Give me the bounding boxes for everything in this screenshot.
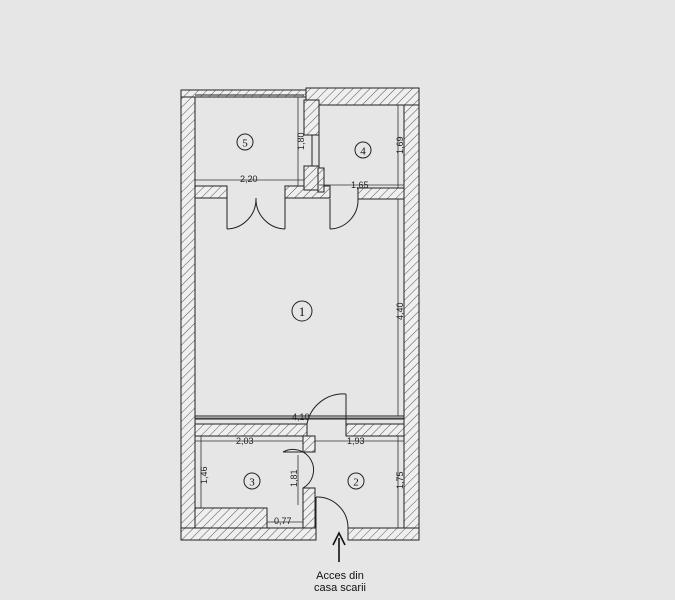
dim-room1-width: 4,10 [292,412,310,422]
wall-room1-bottom-left [194,423,308,437]
access-caption: Acces din casa scarii [300,570,380,594]
door-room3 [282,448,315,489]
wall-partition-3-2-bottom [302,487,316,529]
wall-room4-bottom-right [357,187,405,200]
wall-top-left [180,89,308,98]
wall-3-lower-left [194,507,268,529]
dim-room2-width: 1,93 [347,436,365,446]
dimension-lines [195,97,404,528]
room-number-4: 4 [360,146,366,158]
dim-room3-height: 1,46 [199,466,209,484]
room-number-2: 2 [353,477,359,489]
dim-room4-height: 1,69 [395,136,405,154]
wall-left [180,89,196,541]
access-line-2: casa scarii [314,582,366,594]
wall-right [403,87,420,541]
access-arrow-icon [332,531,346,562]
room-labels: 1 2 3 4 5 [236,133,372,490]
dim-room3-width: 2,03 [236,436,254,446]
wall-room4-left-lower [317,167,325,193]
dim-room3-bottom: 0,77 [274,516,292,526]
dim-room4-width: 1,65 [351,180,369,190]
dim-room5-height: 1,80 [296,132,306,150]
wall-top-right [305,87,420,106]
dim-room3-partial-height: 1,81 [289,469,299,487]
wall-room1-bottom-right [345,423,405,437]
inner-lines [195,94,404,420]
room-number-1: 1 [299,304,306,319]
door-entrance [315,496,349,529]
dim-room5-width: 2,20 [240,174,258,184]
wall-bottom-right [347,527,420,541]
walls [180,87,420,541]
door-room4 [329,198,359,230]
dim-room2-height: 1,75 [395,471,405,489]
doors [226,197,359,529]
room-number-5: 5 [242,138,248,150]
wall-partition-5-4-lower [303,165,320,191]
wall-bottom-left [180,527,317,541]
door-room5-left [226,197,257,230]
wall-partition-5-4 [303,99,320,136]
room-number-3: 3 [249,477,255,489]
wall-partition-3-2-top [302,435,316,453]
access-line-1: Acces din [316,570,364,582]
wall-room5-bottom-left [194,185,228,199]
door-room5-right [255,197,286,230]
door-room1-bottom [306,393,347,425]
dim-room1-height: 4,40 [395,302,405,320]
